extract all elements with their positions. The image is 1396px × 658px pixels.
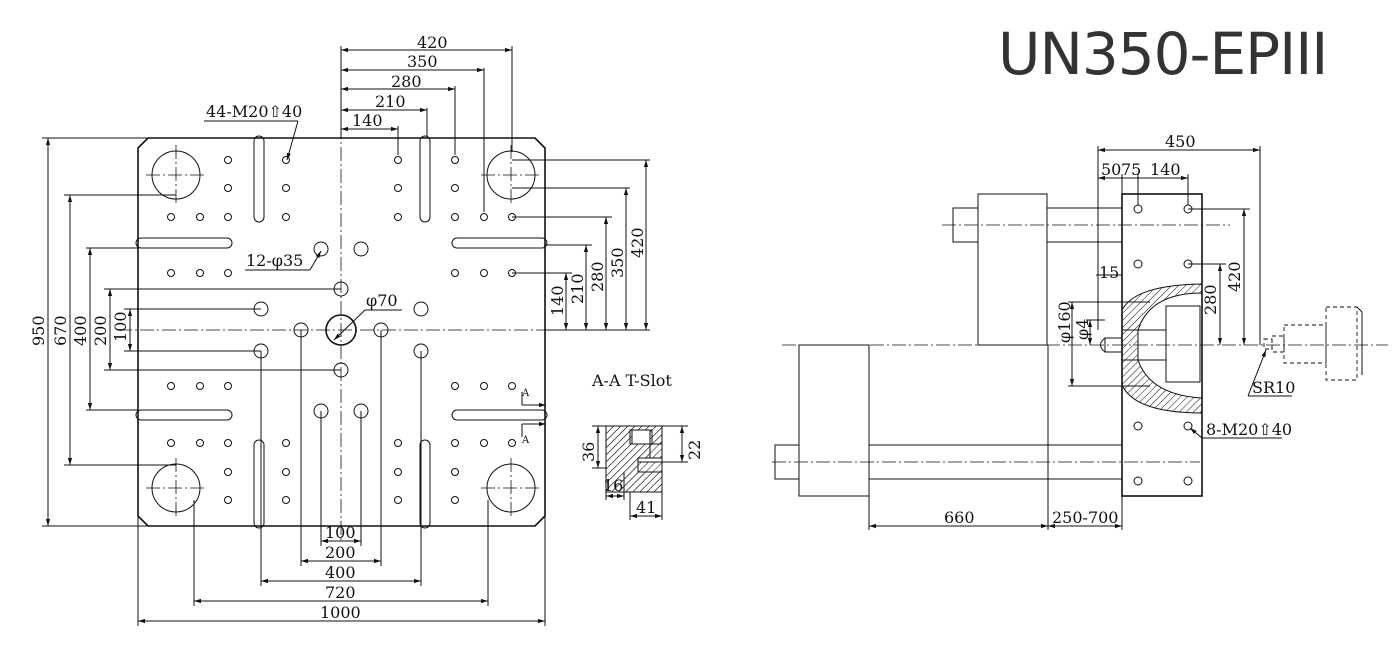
callout-leader — [286, 120, 299, 161]
side-dim-660: 660 — [944, 508, 975, 527]
side-dim-450: 450 — [1165, 132, 1196, 151]
lower-block — [798, 344, 870, 497]
side-dim-140: 140 — [1150, 160, 1181, 179]
side-dim-420: 420 — [1225, 261, 1244, 292]
dim-left-950: 950 — [29, 315, 48, 346]
dim-left-100: 100 — [111, 311, 130, 342]
side-dim-15: 15 — [1099, 263, 1119, 282]
center-hole — [325, 314, 357, 346]
dim-bottom-400: 400 — [325, 563, 356, 582]
dim-right-280: 280 — [588, 261, 607, 292]
callout-44-m20: 44-M20⇧40 — [206, 102, 302, 121]
right-dimensions — [512, 159, 650, 331]
side-dim-50: 50 — [1101, 160, 1121, 179]
tslot-dim-16: 16 — [603, 476, 623, 495]
section-marks — [521, 392, 546, 437]
callout-phi70: φ70 — [366, 291, 398, 310]
dim-top-210: 210 — [375, 92, 406, 111]
section-mark-top: A — [521, 388, 530, 399]
side-dim-phi4: φ4 — [1073, 319, 1092, 340]
left-dimensions — [42, 137, 341, 527]
dim-top-420: 420 — [417, 33, 448, 52]
side-callout-8-m20: 8-M20⇧40 — [1206, 420, 1292, 439]
t-slots — [135, 135, 548, 529]
dim-top-280: 280 — [391, 72, 422, 91]
dim-left-670: 670 — [51, 315, 70, 346]
section-mark-bottom: A — [521, 435, 530, 446]
side-dim-phi160: φ160 — [1055, 301, 1074, 343]
lower-rod-end — [774, 444, 800, 480]
dim-top-350: 350 — [407, 52, 438, 71]
upper-block — [977, 193, 1048, 346]
side-view — [772, 146, 1388, 530]
dim-bottom-100: 100 — [325, 523, 356, 542]
tslot-dim-22: 22 — [685, 440, 704, 460]
side-dim-75: 75 — [1121, 160, 1141, 179]
dim-right-350: 350 — [608, 247, 627, 278]
platen-section-hatch — [1121, 283, 1203, 414]
front-view: 420 350 280 210 140 44-M20⇧40 12-φ35 φ70 — [29, 33, 650, 626]
tslot-detail — [592, 425, 688, 520]
model-title: UN350-EPIII — [998, 20, 1328, 88]
dim-bottom-720: 720 — [325, 583, 356, 602]
platen-outline — [137, 137, 546, 527]
top-dimensions — [340, 46, 513, 212]
side-dim-250-700: 250-700 — [1052, 508, 1118, 527]
dim-bottom-1000: 1000 — [320, 603, 361, 622]
tslot-dim-41: 41 — [636, 498, 656, 517]
nozzle-assembly — [1263, 306, 1363, 381]
sr10-label: SR10 — [1252, 378, 1295, 397]
dim-left-200: 200 — [91, 315, 110, 346]
side-dim-280: 280 — [1201, 284, 1220, 315]
tslot-dim-36: 36 — [579, 442, 598, 462]
callout-leader-2 — [309, 250, 322, 271]
callout-12-phi35: 12-φ35 — [246, 251, 303, 270]
dim-top-140: 140 — [352, 111, 383, 130]
threaded-holes — [167, 156, 516, 504]
dim-right-210: 210 — [568, 273, 587, 304]
callout-leader-3 — [333, 309, 366, 341]
dim-right-140: 140 — [548, 285, 567, 316]
tslot-label: A-A T-Slot — [591, 371, 672, 390]
bottom-dimensions — [137, 330, 546, 626]
dim-left-400: 400 — [71, 315, 90, 346]
dim-bottom-200: 200 — [325, 543, 356, 562]
dim-right-420: 420 — [628, 227, 647, 258]
